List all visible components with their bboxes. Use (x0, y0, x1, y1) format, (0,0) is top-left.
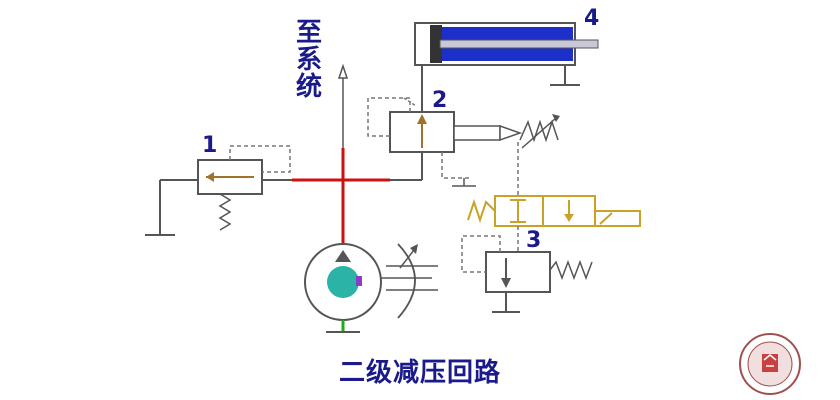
logo-seal-icon (739, 333, 801, 395)
to-system-label: 至 系 统 (289, 20, 329, 101)
system-label-char: 系 (295, 45, 322, 75)
pump-icon (304, 243, 438, 321)
system-label-char: 至 (295, 18, 322, 48)
relief-valve-1 (145, 145, 292, 236)
system-label-char: 统 (295, 72, 322, 102)
reducing-valve-2 (367, 97, 560, 187)
component-number-4: 4 (584, 6, 600, 31)
spring-icon (549, 259, 593, 281)
component-number-1: 1 (202, 133, 218, 158)
component-number-3: 3 (526, 228, 542, 253)
diagram-title: 二级减压回路 (338, 358, 501, 388)
spring-icon (218, 193, 232, 231)
hydraulic-cylinder (414, 22, 599, 112)
pressure-valve-3 (461, 235, 593, 313)
spring-icon (519, 119, 559, 143)
component-number-2: 2 (432, 88, 448, 113)
spring-icon (467, 198, 496, 224)
solenoid-valve (467, 195, 641, 227)
